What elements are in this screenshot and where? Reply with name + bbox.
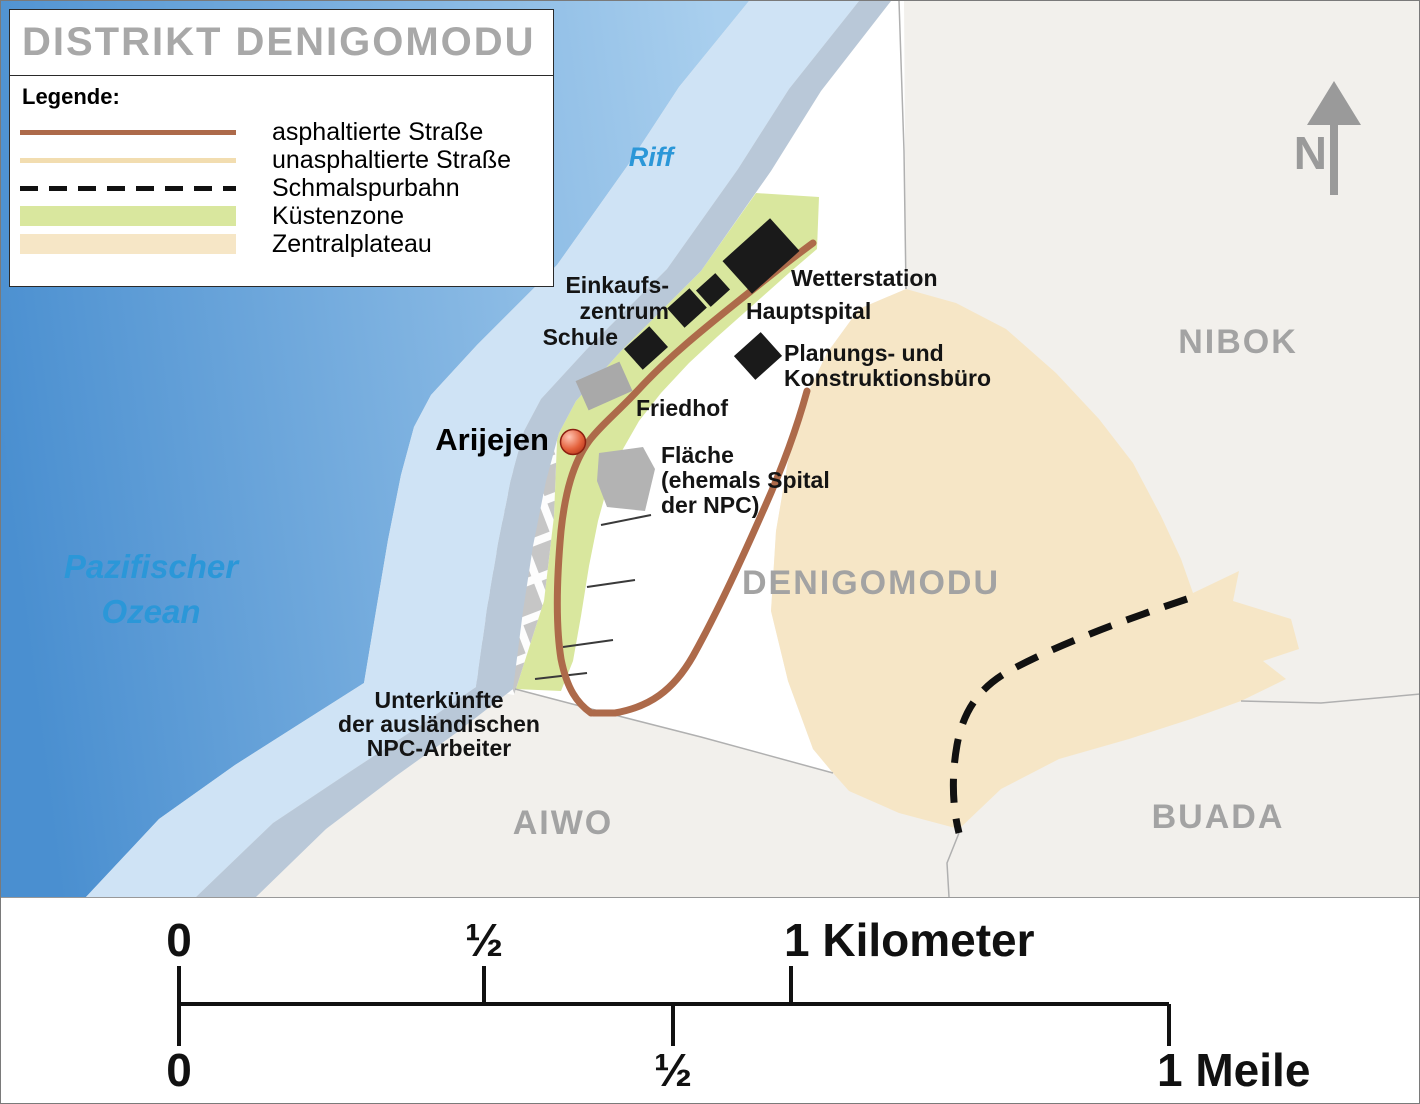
- building-small-1: [695, 273, 731, 307]
- railway-line: [949, 595, 1189, 834]
- label-school: Schule: [543, 324, 618, 350]
- paved-road-swatch: [20, 129, 236, 135]
- cemetery-area: [575, 361, 633, 411]
- scale-km-full: 1 Kilometer: [784, 914, 1035, 966]
- scale-mile-zero: 0: [166, 1044, 192, 1096]
- planning-office-building: [733, 332, 783, 380]
- denigomodu-corridor: [515, 1, 906, 773]
- scale-mile-full: 1 Meile: [1157, 1044, 1310, 1096]
- label-district-buada: BUADA: [1152, 798, 1285, 836]
- legend-heading: Legende:: [22, 84, 120, 109]
- buildings: [575, 218, 800, 511]
- map-title-box: DISTRIKT DENIGOMODU: [9, 9, 554, 76]
- north-letter: N: [1294, 127, 1327, 179]
- paved-roads: [553, 239, 817, 717]
- legend-item-railway: Schmalspurbahn: [20, 174, 553, 202]
- unpaved-road-swatch: [20, 157, 236, 163]
- scale-bar: 0 ½ 1 Kilometer 0 ½ 1 Meile: [1, 898, 1419, 1103]
- north-arrow: N: [1294, 81, 1361, 195]
- label-district-aiwo: AIWO: [513, 804, 614, 842]
- label-weather-station: Wetterstation: [791, 265, 938, 291]
- coastal-zone-swatch: [20, 206, 236, 226]
- label-district-denigomodu: DENIGOMODU: [742, 564, 1000, 602]
- label-arijejen: Arijejen: [435, 422, 549, 457]
- legend-item-paved-road: asphaltierte Straße: [20, 118, 553, 146]
- legend-label: Zentralplateau: [272, 229, 432, 258]
- building-small-2: [667, 288, 707, 328]
- label-district-nibok: NIBOK: [1178, 323, 1298, 361]
- map-canvas: Pazifischer Ozean Riff NIBOK DENIGOMODU …: [1, 1, 1419, 897]
- reef-band: [86, 1, 859, 897]
- railway-swatch: [20, 185, 236, 191]
- legend-item-coastal-zone: Küstenzone: [20, 202, 553, 230]
- legend-label: Küstenzone: [272, 201, 405, 230]
- label-shopping-center-1: Einkaufs-: [565, 272, 669, 298]
- map-area: Pazifischer Ozean Riff NIBOK DENIGOMODU …: [1, 1, 1419, 898]
- scale-km-zero: 0: [166, 914, 192, 966]
- label-housing-2: der ausländischen: [338, 711, 540, 737]
- footpath-ticks: [534, 514, 652, 680]
- legend: Legende: asphaltierte Straße unasphaltie…: [9, 75, 554, 287]
- label-housing-3: NPC-Arbeiter: [367, 735, 511, 761]
- weather-station-building: [722, 218, 800, 294]
- label-cemetery: Friedhof: [636, 395, 728, 421]
- arijejen-marker: [559, 428, 587, 456]
- coastal-road: [553, 239, 817, 717]
- label-pacific-ocean-2: Ozean: [101, 593, 200, 630]
- label-former-hospital-3: der NPC): [661, 492, 759, 518]
- legend-label: unasphaltierte Straße: [272, 145, 512, 174]
- label-reef: Riff: [629, 142, 677, 172]
- scale-bar-lines: [177, 966, 1171, 1046]
- label-pacific-ocean-1: Pazifischer: [64, 548, 240, 585]
- label-housing-1: Unterkünfte: [374, 687, 503, 713]
- label-hospital: Hauptspital: [746, 298, 871, 324]
- central-plateau-swatch: [20, 234, 236, 254]
- school-building: [623, 326, 669, 370]
- legend-label: asphaltierte Straße: [272, 117, 484, 146]
- map-title: DISTRIKT DENIGOMODU: [22, 20, 536, 64]
- label-shopping-center-2: zentrum: [580, 298, 669, 324]
- label-former-hospital-2: (ehemals Spital: [661, 467, 830, 493]
- legend-item-central-plateau: Zentralplateau: [20, 230, 553, 258]
- scale-km-half: ½: [465, 914, 503, 966]
- legend-item-unpaved-road: unasphaltierte Straße: [20, 146, 553, 174]
- label-planning-office-1: Planungs- und: [784, 340, 944, 366]
- plateau-road: [589, 387, 811, 717]
- scale-bar-canvas: 0 ½ 1 Kilometer 0 ½ 1 Meile: [166, 914, 1310, 1096]
- scale-mile-half: ½: [654, 1044, 692, 1096]
- label-planning-office-2: Konstruktionsbüro: [784, 365, 991, 391]
- shore-band: [196, 1, 891, 897]
- north-arrow-head-icon: [1307, 81, 1361, 125]
- central-plateau-area: [771, 289, 1299, 829]
- former-hospital-area: [597, 447, 655, 511]
- legend-label: Schmalspurbahn: [272, 173, 460, 202]
- district-borders: [514, 1, 1419, 897]
- north-arrow-shaft: [1330, 125, 1338, 195]
- label-former-hospital-1: Fläche: [661, 442, 734, 468]
